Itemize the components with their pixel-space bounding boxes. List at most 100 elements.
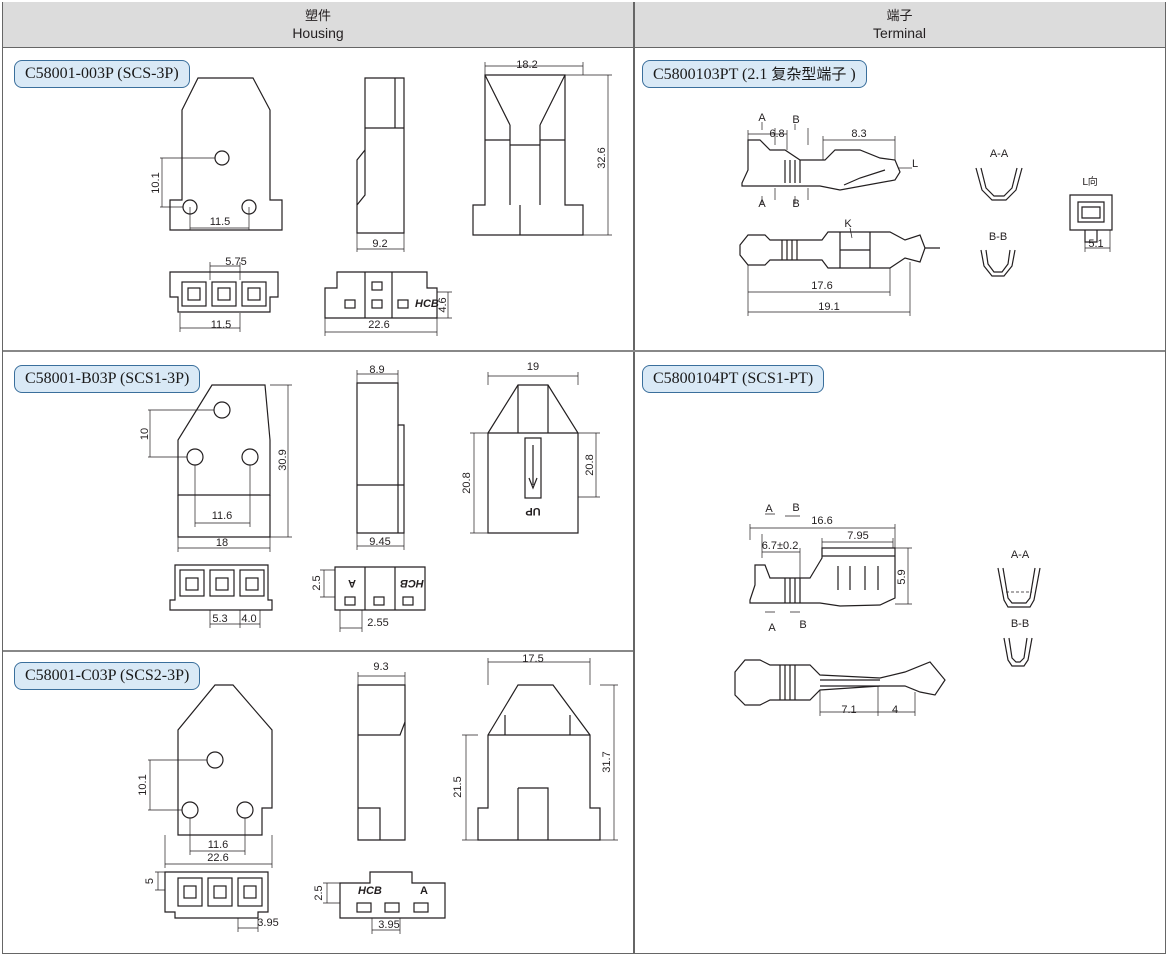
terminal-1-section-aa — [975, 167, 1023, 201]
dim-label: 22.6 — [207, 852, 228, 864]
scs-3p-front-view — [160, 77, 283, 231]
dim-label: 4.0 — [241, 613, 256, 625]
dim-label: 10.1 — [150, 172, 162, 193]
section-label-suffix: ) — [846, 66, 856, 83]
section-label-scs2-3p: C58001-C03P (SCS2-3P) — [14, 662, 201, 690]
dim-label: 6.8 — [769, 128, 784, 140]
dim-label: 8.3 — [851, 128, 866, 140]
scs2-3p-rear-view — [462, 658, 618, 841]
dim-label: 16.6 — [811, 515, 832, 527]
terminal-1-side-view — [741, 122, 912, 204]
dim-label: 8.9 — [369, 364, 384, 376]
housing-header: 塑件 Housing — [3, 2, 633, 48]
dim-label: 17.5 — [522, 653, 543, 665]
dim-label: 21.5 — [452, 776, 464, 797]
terminal-2-section-bb — [1003, 637, 1033, 667]
scs1-3p-bottom-view — [169, 564, 273, 628]
dim-label: 2.5 — [313, 885, 325, 900]
section-label-scs1-pt: C5800104PT (SCS1-PT) — [642, 365, 825, 393]
dim-label: 5.3 — [212, 613, 227, 625]
housing-header-zh: 塑件 — [304, 9, 331, 24]
dim-label: 11.5 — [210, 216, 231, 228]
dim-label: 6.7±0.2 — [762, 540, 799, 552]
dim-label: B — [792, 502, 799, 514]
scs1-3p-front-view — [148, 384, 292, 552]
dim-label: A-A — [1011, 549, 1030, 561]
dim-label: 30.9 — [277, 449, 289, 470]
dim-label: 4 — [892, 704, 898, 716]
dim-label: 20.8 — [461, 472, 473, 493]
dim-label: B — [792, 198, 799, 210]
dim-label: 22.6 — [368, 319, 389, 331]
scs2-3p-bottom-view — [155, 871, 269, 932]
dim-label: UP — [525, 505, 540, 517]
dim-label: 11.6 — [212, 510, 233, 522]
terminal-2-side-view — [749, 513, 912, 613]
scs1-3p-top-view — [320, 566, 426, 632]
dim-label: A — [768, 622, 776, 634]
scs2-3p-front-view — [148, 684, 273, 868]
dim-label: 2.55 — [367, 617, 388, 629]
dim-label: A — [758, 112, 766, 124]
dim-label: 3.95 — [378, 919, 399, 931]
dim-label: 19 — [527, 361, 539, 373]
dim-label: 11.5 — [211, 319, 232, 331]
housing-header-en: Housing — [292, 25, 344, 41]
terminal-2-top-view — [734, 659, 946, 716]
dim-label: 2.5 — [311, 575, 323, 590]
row-divider-2 — [3, 650, 633, 652]
dim-label: 31.7 — [601, 751, 613, 772]
dim-label: 20.8 — [584, 454, 596, 475]
dim-label: K — [844, 218, 852, 230]
dim-label: A-A — [990, 148, 1009, 160]
dim-label: B-B — [989, 231, 1007, 243]
terminal-header-en: Terminal — [873, 25, 926, 41]
dim-label: 10 — [139, 428, 151, 440]
dimension-labels: 10.1 11.5 9.2 18.2 32.6 5.75 11.5 22.6 4… — [137, 59, 1104, 931]
dim-label: 3.95 — [257, 917, 278, 929]
dim-label: B — [799, 619, 806, 631]
section-label-prefix: C5800103PT (2.1 — [653, 66, 772, 83]
dim-label: L向 — [1082, 175, 1098, 188]
dim-label: 7.1 — [841, 704, 856, 716]
dim-label: 11.6 — [208, 839, 229, 851]
section-label-scs1-3p: C58001-B03P (SCS1-3P) — [14, 365, 201, 393]
terminal-1-top-view — [739, 227, 940, 316]
dim-label: 32.6 — [596, 147, 608, 168]
dim-label: 9.45 — [369, 536, 390, 548]
section-label-complex-terminal: C5800103PT (2.1 复杂型端子 ) — [642, 60, 867, 88]
scs-3p-top-view — [324, 271, 452, 336]
terminal-header: 端子 Terminal — [634, 2, 1165, 48]
dim-label: B-B — [1011, 618, 1029, 630]
dim-label: 17.6 — [811, 280, 832, 292]
dim-label: 18 — [216, 537, 228, 549]
scs1-3p-rear-view — [470, 372, 600, 534]
dim-label: 5 — [144, 878, 156, 884]
dim-label: A — [348, 577, 356, 589]
dim-label: HCB — [415, 298, 439, 310]
dim-label: 9.2 — [372, 238, 387, 250]
scs2-3p-top-view — [323, 871, 446, 934]
dim-label: B — [792, 114, 799, 126]
dim-label: A — [758, 198, 766, 210]
dim-label: L — [912, 158, 918, 170]
section-label-zh: 复杂型端子 — [771, 65, 847, 83]
dim-label: HCB — [358, 885, 382, 897]
scs-3p-bottom-view — [169, 262, 279, 332]
dim-label: 19.1 — [818, 301, 839, 313]
scs-3p-rear-view — [472, 62, 612, 236]
terminal-1-section-bb — [980, 249, 1016, 277]
scs2-3p-side-view — [357, 672, 406, 841]
dim-label: A — [765, 503, 773, 515]
dim-label: 5.9 — [896, 569, 908, 584]
dim-label: 5.75 — [225, 256, 246, 268]
dim-label: HCB — [400, 577, 424, 589]
terminal-header-zh: 端子 — [886, 9, 913, 24]
dim-label: 9.3 — [373, 661, 388, 673]
terminal-1-l-view — [1069, 194, 1113, 252]
section-label-scs-3p: C58001-003P (SCS-3P) — [14, 60, 190, 88]
dim-label: 18.2 — [516, 59, 537, 71]
scs1-3p-side-view — [356, 370, 405, 550]
dim-label: 4.6 — [437, 297, 449, 312]
